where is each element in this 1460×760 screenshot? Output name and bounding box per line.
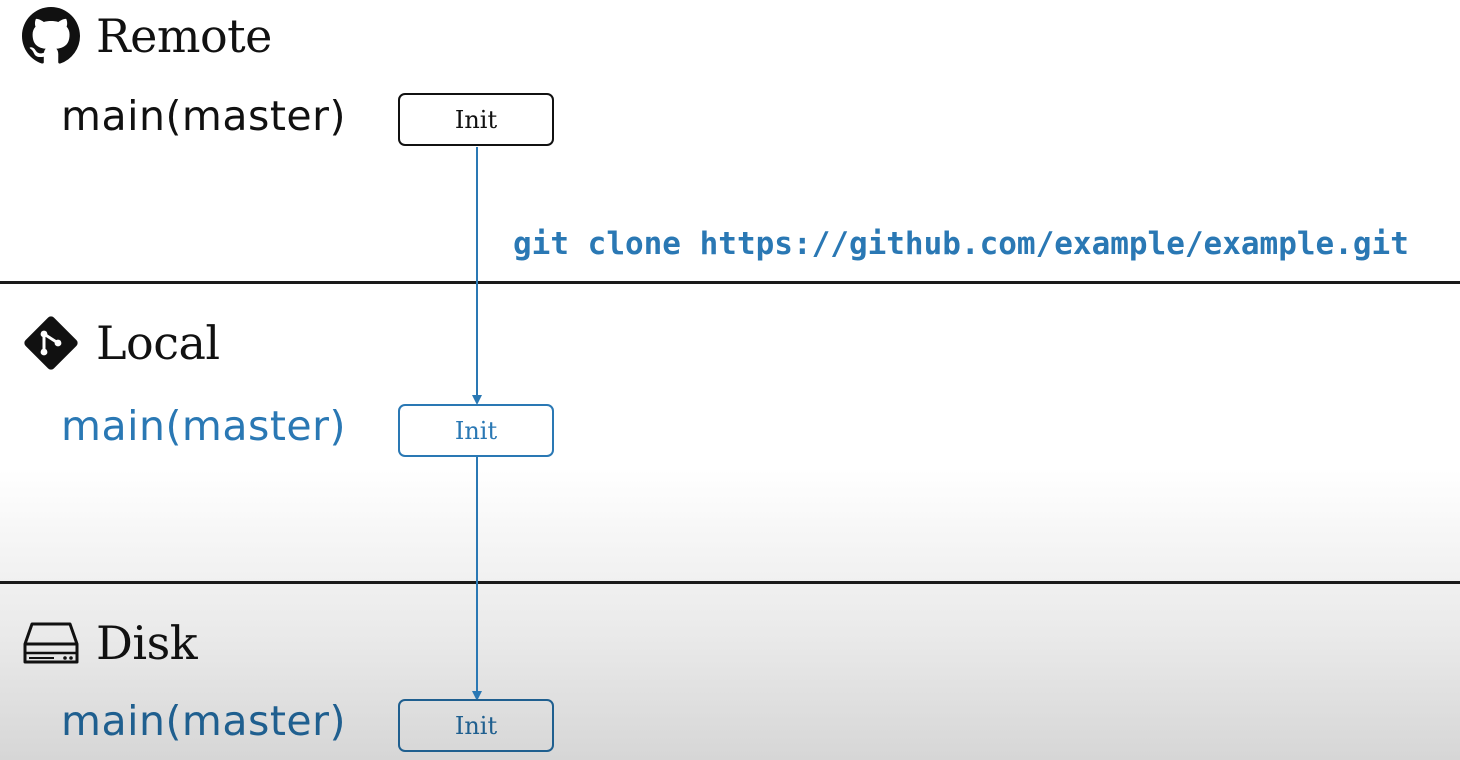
remote-branch-label: main(master) xyxy=(61,92,347,140)
git-clone-command: git clone https://github.com/example/exa… xyxy=(513,226,1409,262)
disk-branch-label: main(master) xyxy=(61,697,347,745)
local-branch-label: main(master) xyxy=(61,402,347,450)
remote-commit-box: Init xyxy=(398,93,554,146)
github-icon xyxy=(22,7,80,65)
hard-drive-icon xyxy=(22,614,80,672)
disk-title: Disk xyxy=(96,616,198,670)
local-commit-box: Init xyxy=(398,404,554,457)
git-icon xyxy=(22,314,80,372)
divider-remote-local xyxy=(0,281,1460,284)
divider-local-disk xyxy=(0,581,1460,584)
remote-title: Remote xyxy=(96,9,272,63)
local-title: Local xyxy=(96,316,220,370)
disk-header: Disk xyxy=(22,613,198,673)
remote-header: Remote xyxy=(22,6,272,66)
local-header: Local xyxy=(22,313,220,373)
disk-commit-box: Init xyxy=(398,699,554,752)
